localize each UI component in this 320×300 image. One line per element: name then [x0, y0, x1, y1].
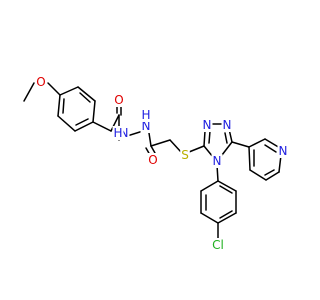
bond	[75, 118, 89, 126]
bond	[221, 141, 233, 156]
bond	[188, 145, 205, 153]
bond	[57, 94, 61, 117]
label-background	[211, 154, 223, 168]
bond	[57, 115, 76, 132]
nitrogen-atom: N	[213, 154, 222, 168]
label-background	[35, 75, 47, 89]
bond	[62, 98, 65, 114]
bond	[231, 141, 250, 148]
label-background	[118, 126, 130, 140]
hydrogen-atom: H	[113, 126, 122, 140]
triazole-n1: N	[201, 118, 213, 132]
bond	[92, 121, 112, 132]
amide-oxygen-2: O	[147, 153, 159, 167]
bond	[92, 100, 96, 123]
bond	[203, 130, 206, 147]
bond	[79, 92, 91, 103]
nitrogen-atom: N	[223, 118, 232, 132]
bond	[74, 121, 94, 132]
bond	[248, 138, 266, 148]
label-background	[180, 148, 190, 162]
triazole-n2: N	[221, 118, 233, 132]
oxygen-atom: O	[36, 75, 45, 89]
hydrogen-atom: H	[141, 108, 150, 122]
sulfur-atom: S	[181, 148, 189, 162]
bond	[23, 82, 35, 102]
thioether-sulfur: S	[180, 148, 190, 162]
oxygen-atom: O	[114, 93, 123, 107]
label-background	[113, 93, 125, 107]
chlorine-atom: Cl	[212, 238, 224, 252]
oxygen-atom: O	[148, 153, 157, 167]
bond	[265, 171, 280, 181]
bond	[203, 145, 214, 158]
amide-oxygen-1: O	[113, 93, 125, 107]
bond	[200, 180, 219, 192]
bond	[264, 138, 281, 149]
methoxy-oxygen: O	[35, 75, 47, 89]
bond	[264, 169, 275, 176]
bond	[110, 114, 120, 132]
bond	[264, 144, 277, 153]
bond	[248, 146, 251, 171]
bond-layer	[23, 82, 282, 239]
chlorine-substituent: Cl	[211, 238, 225, 252]
bond	[150, 145, 156, 154]
label-background	[211, 238, 225, 252]
pyridine-nitrogen: N	[277, 144, 289, 158]
bond	[59, 86, 79, 96]
bond	[224, 132, 228, 144]
nitrogen-atom: N	[203, 118, 212, 132]
bond	[219, 185, 233, 194]
label-background	[147, 153, 159, 167]
bond	[148, 132, 152, 147]
label-background	[221, 118, 233, 132]
molecule-structure-diagram: O O N H N H O S N N N N Cl	[23, 75, 289, 252]
triazole-n4: N	[211, 154, 223, 168]
bond	[77, 86, 96, 102]
bond	[219, 210, 233, 219]
hydrazide-nh-a: N H	[112, 126, 130, 140]
label-background	[140, 119, 152, 133]
bond	[217, 180, 237, 192]
bond	[47, 82, 61, 96]
label-background	[277, 144, 289, 158]
label-background	[140, 108, 152, 122]
bond	[249, 169, 267, 181]
atom-label-layer: O O N H N H O S N N N N Cl	[35, 75, 289, 252]
bond	[200, 212, 219, 224]
nitrogen-atom: N	[279, 144, 288, 158]
bond	[217, 212, 237, 224]
bond	[208, 130, 211, 144]
bond	[126, 130, 144, 137]
label-background	[201, 118, 213, 132]
bond	[169, 139, 182, 153]
hydrazide-nh-b: N H	[140, 108, 152, 133]
nitrogen-atom: N	[142, 119, 151, 133]
label-background	[112, 126, 124, 140]
nitrogen-atom: N	[120, 126, 129, 140]
bond	[150, 139, 171, 147]
